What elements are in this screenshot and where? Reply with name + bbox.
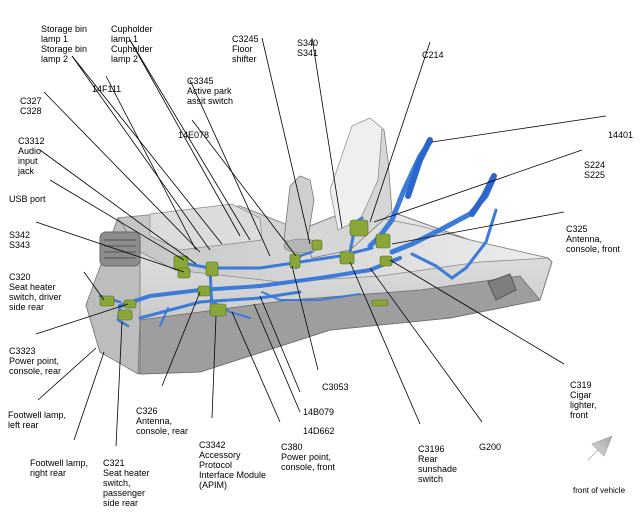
label-14f111: 14F111 [92,84,122,94]
label-usb-port: USB port [9,194,46,204]
connector-c3196 [371,299,389,307]
label-14d662: 14D662 [303,426,335,436]
connector-c326 [197,285,211,297]
label-footwell-right: Footwell lamp,right rear [30,458,89,478]
harness-tail-front [469,173,497,217]
console-illustration [35,37,613,461]
connector-c319 [379,255,393,267]
harness-tail-14401 [405,137,433,199]
label-14b079: 14B079 [303,407,335,417]
label-c3053: C3053 [322,382,349,392]
label-g200: G200 [479,442,502,452]
connector-c3312 [205,261,219,277]
connector-c380 [339,251,355,265]
connector-c325 [375,233,391,249]
label-c214: C214 [422,50,444,60]
front-of-vehicle-arrow-icon [587,435,613,461]
connector-s340 [349,219,369,237]
label-front-of-vehicle: front of vehicle [573,486,626,495]
connector-c3323 [123,299,137,309]
connector-c3053 [289,253,301,269]
label-footwell-left: Footwell lamp,left rear [8,410,67,430]
leader-lines [35,37,607,447]
rear-vent-left [99,231,141,267]
connector-c320 [99,295,115,307]
bezel-frame [329,117,383,231]
label-14e078: 14E078 [178,130,210,140]
connector-c3342 [209,303,227,317]
label-14401: 14401 [608,130,634,140]
connector-s342 [177,267,191,279]
front-side-vent [487,273,517,301]
connector-c321 [117,309,133,321]
connector-c3245 [311,239,323,251]
connectors [99,219,393,321]
